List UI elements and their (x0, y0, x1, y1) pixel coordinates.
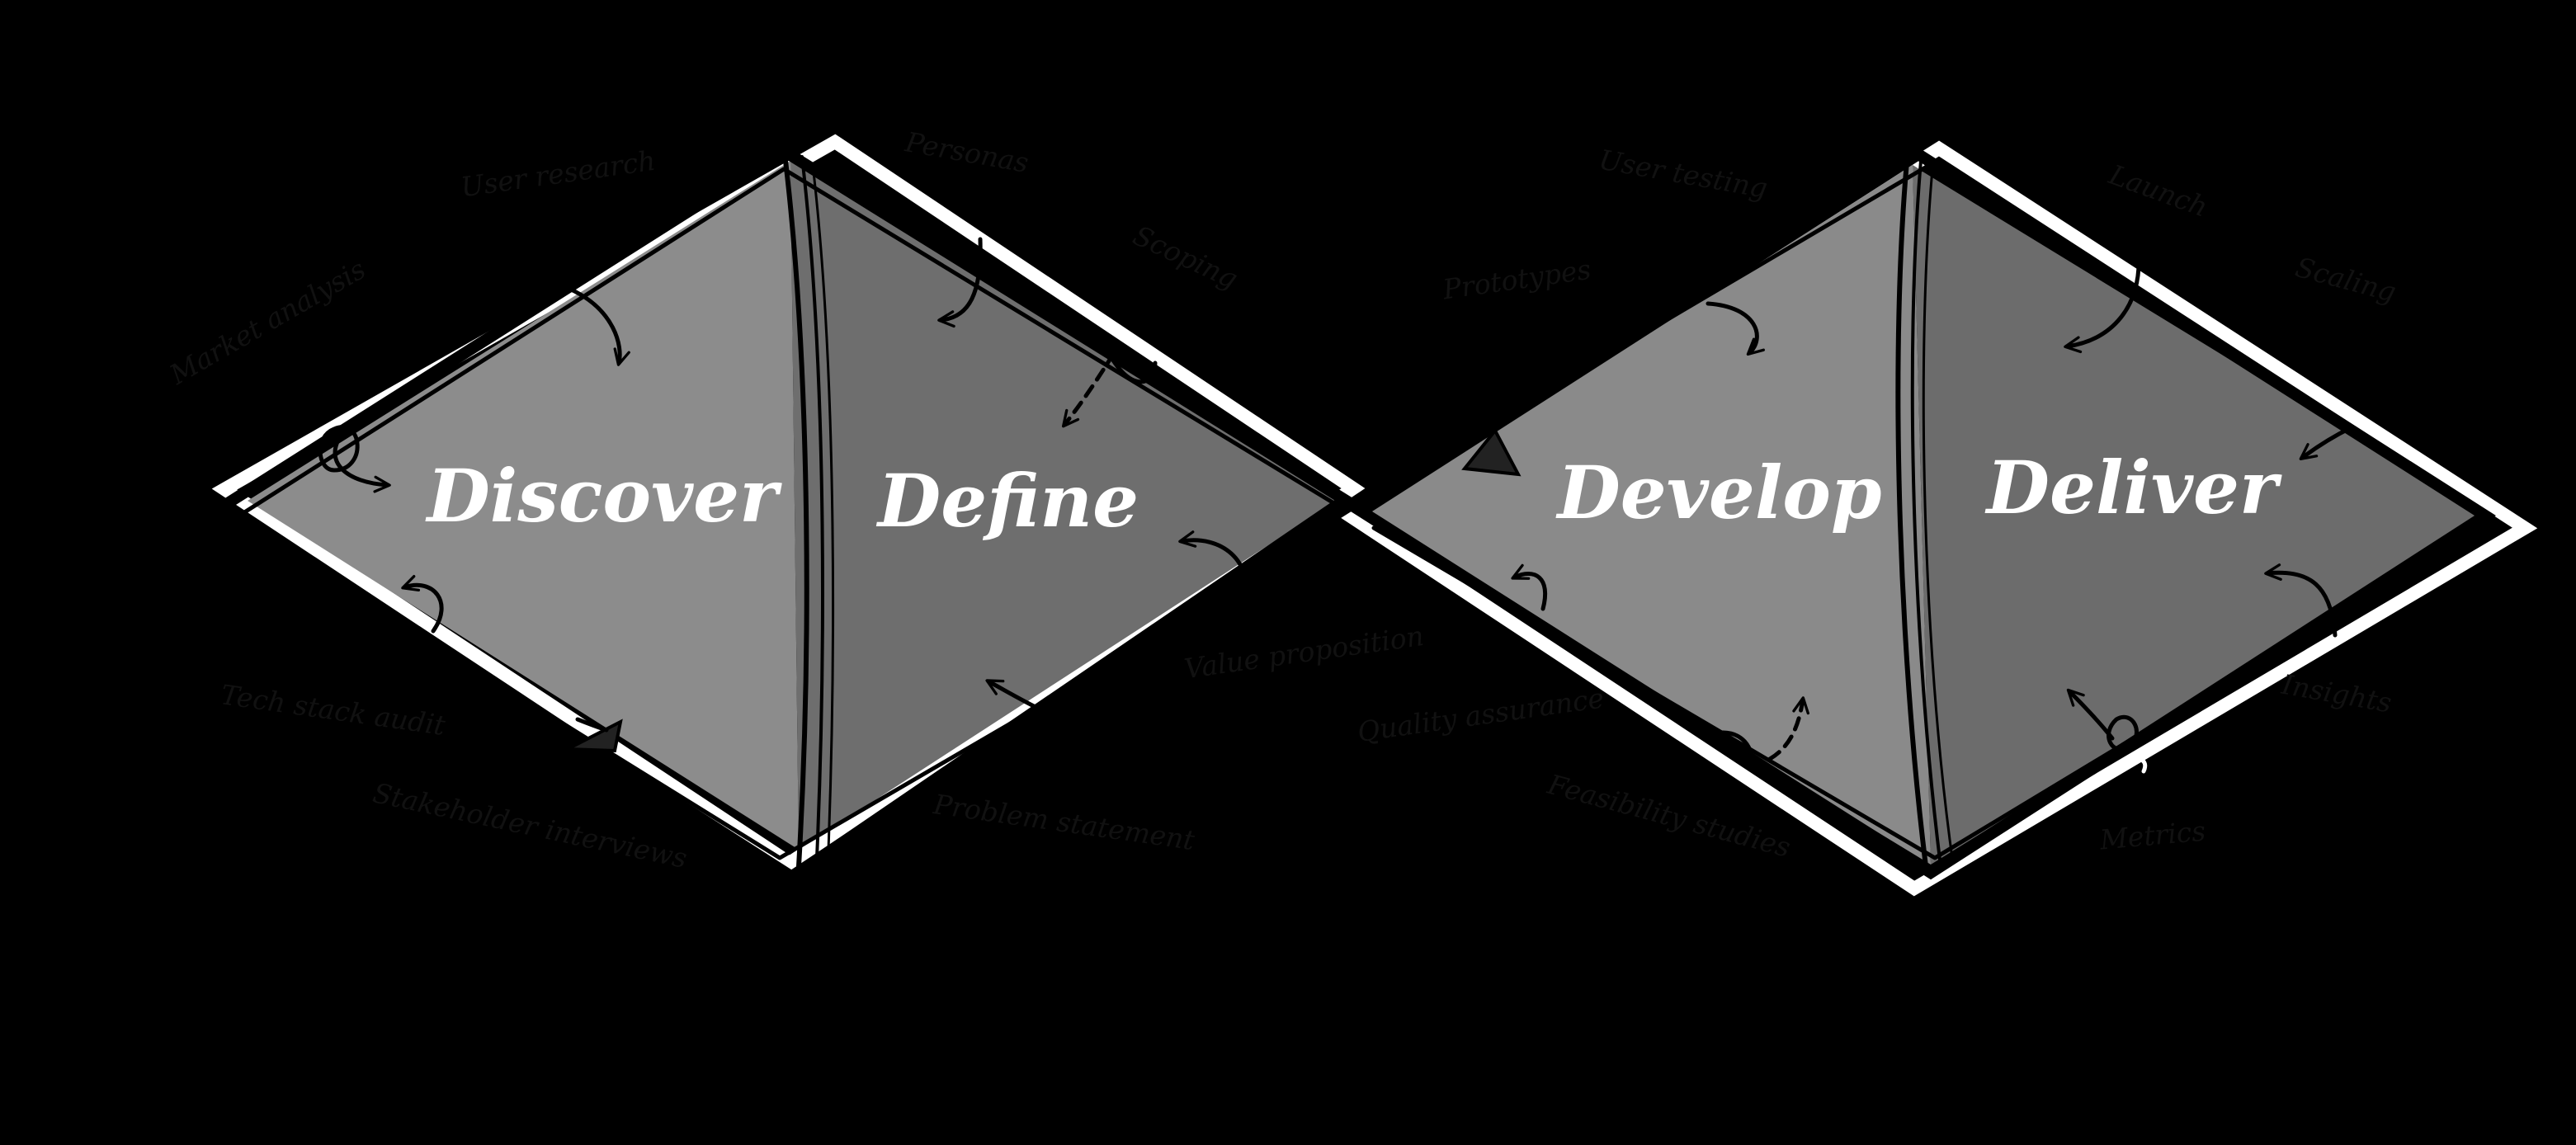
activity-user-testing: User testing (1597, 144, 1770, 205)
arrow-scaling (2299, 425, 2354, 460)
arrow-user-research (567, 286, 630, 366)
activity-scoping: Scoping (1128, 219, 1243, 294)
activity-market-analysis: Market analysis (163, 252, 370, 391)
arrow-market-analysis-loop (318, 425, 360, 473)
arrow-tech-stack-audit (401, 575, 444, 634)
arrow-value-proposition (1178, 530, 1248, 605)
arrow-personas (937, 237, 983, 328)
phase-label-define: Define (875, 458, 1139, 544)
activity-tech-stack-audit: Tech stack audit (219, 678, 447, 742)
right-diamond-divider-3 (1922, 167, 1954, 860)
right-diamond-divider-2 (1910, 159, 1942, 868)
activity-quality-assurance: Quality assurance (1356, 681, 1606, 748)
discover-half (248, 161, 799, 850)
arrow-user-testing (1706, 301, 1765, 356)
connector-arrows (318, 237, 2354, 774)
activity-scaling: Scaling (2292, 251, 2399, 309)
activity-prototypes: Prototypes (1440, 253, 1592, 306)
phase-label-discover: Discover (424, 453, 782, 539)
right-diamond-sketch-line-lower (1371, 525, 2478, 860)
right-diamond-divider (1895, 150, 1929, 875)
arrow-scoping-arc (1099, 336, 1158, 384)
define-half (790, 161, 1343, 850)
activity-problem-statement: Problem statement (931, 788, 1197, 856)
arrow-quality-assurance (1767, 696, 1809, 761)
left-diamond (207, 134, 1366, 884)
phase-label-develop: Develop (1555, 450, 1881, 535)
hatched-triangle-junction (1461, 427, 1522, 477)
arrow-launch (2064, 252, 2141, 354)
phase-label-deliver: Deliver (1984, 445, 2282, 530)
right-diamond-sketch-line (1367, 167, 2478, 510)
deliver-half (1913, 165, 2492, 865)
arrow-quality-assurance-arc (1710, 730, 1754, 770)
arrow-stakeholder-interviews (575, 717, 609, 733)
activity-launch: Launch (2104, 158, 2212, 223)
right-diamond-black-outline (1350, 147, 2496, 880)
left-diamond-sketch-line-lower (245, 521, 1356, 860)
activity-metrics: Metrics (2097, 815, 2206, 856)
develop-half (1361, 165, 1931, 865)
left-diamond-divider-3 (811, 163, 835, 851)
arrow-prototypes (1511, 563, 1548, 611)
arrow-insights (2264, 563, 2338, 638)
activity-value-proposition: Value proposition (1182, 620, 1426, 685)
arrow-metrics-loop (2107, 714, 2139, 752)
activity-personas: Personas (902, 125, 1031, 179)
right-diamond (1341, 140, 2538, 897)
left-diamond-black-outline (207, 144, 1356, 884)
activity-user-research: User research (459, 144, 658, 204)
left-diamond-divider-2 (800, 155, 824, 860)
activity-insights: Insights (2278, 668, 2394, 719)
activity-stakeholder-interviews: Stakeholder interviews (370, 776, 691, 874)
arrow-metrics-tick (2118, 756, 2148, 774)
left-diamond-sketch-line (237, 167, 1339, 518)
arrow-problem-statement (985, 679, 1046, 714)
arrow-scoping (1061, 351, 1116, 428)
left-diamond-divider (781, 144, 809, 869)
